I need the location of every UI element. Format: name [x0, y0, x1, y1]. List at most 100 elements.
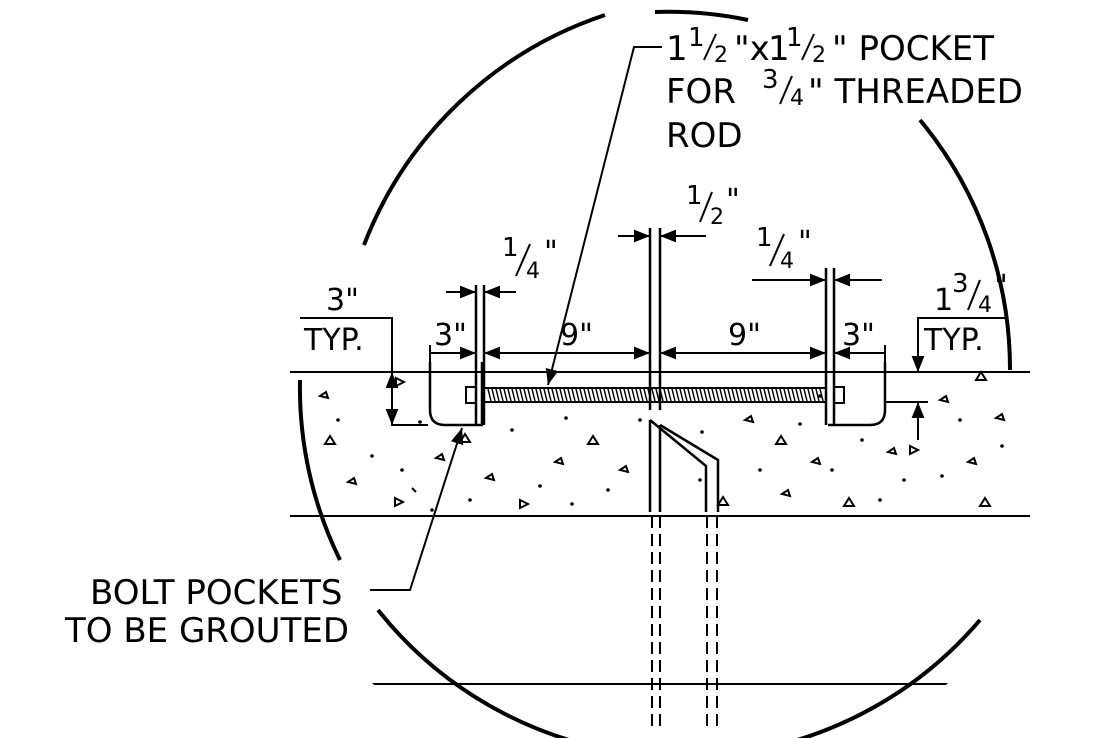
rod-thread — [575, 388, 580, 402]
rod-thread — [751, 388, 756, 402]
rod-thread — [803, 388, 808, 402]
rod-thread — [631, 388, 636, 402]
rod-thread — [771, 388, 776, 402]
left-span-dimension: 9" — [560, 318, 593, 353]
rod-thread — [719, 388, 724, 402]
rod-thread — [723, 388, 728, 402]
left-typ-value: 3" — [326, 283, 359, 318]
svg-text:4: 4 — [790, 86, 804, 111]
rod-thread — [679, 388, 684, 402]
left-edge-dimension: 3" — [434, 318, 467, 353]
svg-text:BOLT POCKETS: BOLT POCKETS — [90, 573, 342, 613]
rod-thread — [539, 388, 544, 402]
rod-thread — [583, 388, 588, 402]
rod-thread — [743, 388, 748, 402]
right-plate-dimension: 1 4 " — [756, 223, 812, 274]
rod-thread — [683, 388, 688, 402]
rod-thread — [515, 388, 520, 402]
rod-thread — [491, 388, 496, 402]
rod-thread — [819, 388, 824, 402]
rod-thread — [571, 388, 576, 402]
rod-thread — [691, 388, 696, 402]
rod-thread — [567, 388, 572, 402]
bolt-pockets-note: BOLT POCKETS TO BE GROUTED — [64, 573, 349, 651]
left-typ-label: TYP. — [303, 323, 364, 358]
svg-text:3: 3 — [762, 65, 779, 95]
rod-thread — [675, 388, 680, 402]
rod-thread — [655, 388, 660, 402]
dimension-labels: 1 2 " 1 4 " 1 4 " 3" 9" 9" 3" 3" TYP. 1 … — [303, 181, 1008, 358]
rod-thread — [699, 388, 704, 402]
rod-thread — [519, 388, 524, 402]
rod-thread — [643, 388, 648, 402]
right-anchor-plate — [824, 268, 836, 425]
rod-thread — [503, 388, 508, 402]
pocket-note: 1 1 2 "x 1 1 2 " POCKET FOR 3 4 " THREAD… — [666, 23, 1023, 156]
rod-thread — [607, 388, 612, 402]
joint-plates — [648, 228, 720, 732]
svg-text:FOR: FOR — [666, 72, 736, 112]
svg-text:TO BE GROUTED: TO BE GROUTED — [64, 611, 349, 651]
rod-thread — [559, 388, 564, 402]
svg-text:4: 4 — [526, 259, 540, 284]
svg-text:": " — [994, 269, 1008, 304]
rod-thread — [775, 388, 780, 402]
rod-thread — [507, 388, 512, 402]
rod-thread — [707, 388, 712, 402]
rod-thread — [659, 388, 664, 402]
rod-thread — [687, 388, 692, 402]
rod-thread — [763, 388, 768, 402]
svg-text:2: 2 — [812, 43, 826, 68]
rod-thread — [595, 388, 600, 402]
rod-thread — [627, 388, 632, 402]
svg-text:1: 1 — [756, 223, 773, 253]
rod-thread — [799, 388, 804, 402]
svg-text:2: 2 — [714, 43, 728, 68]
rod-thread — [727, 388, 732, 402]
rod-thread — [667, 388, 672, 402]
rod-thread — [735, 388, 740, 402]
svg-text:1: 1 — [666, 29, 688, 69]
rod-thread — [787, 388, 792, 402]
rod-thread — [531, 388, 536, 402]
right-span-dimension: 9" — [728, 318, 761, 353]
rod-thread — [703, 388, 708, 402]
rod-thread — [611, 388, 616, 402]
rod-thread — [639, 388, 644, 402]
rod-thread — [783, 388, 788, 402]
svg-text:1: 1 — [686, 181, 703, 211]
rod-thread — [695, 388, 700, 402]
rod-thread — [807, 388, 812, 402]
detail-circle — [297, 9, 1013, 738]
svg-text:": " — [726, 183, 740, 218]
aggregate-dots — [336, 394, 1004, 512]
svg-text:ROD: ROD — [666, 116, 743, 156]
rod-thread — [663, 388, 668, 402]
rod-thread — [551, 388, 556, 402]
rod-thread — [599, 388, 604, 402]
rod-thread — [791, 388, 796, 402]
rod-thread — [615, 388, 620, 402]
rod-thread — [495, 388, 500, 402]
svg-text:1: 1 — [688, 23, 705, 53]
rod-thread — [759, 388, 764, 402]
rod-thread — [591, 388, 596, 402]
center-gap-dimension: 1 2 " — [686, 181, 740, 230]
svg-text:" THREADED: " THREADED — [808, 72, 1023, 112]
rod-thread — [547, 388, 552, 402]
svg-text:": " — [544, 235, 558, 270]
svg-text:3: 3 — [952, 269, 969, 299]
svg-text:1: 1 — [786, 23, 803, 53]
right-bolt-pocket — [828, 362, 887, 427]
svg-text:4: 4 — [978, 293, 992, 318]
rod-thread — [511, 388, 516, 402]
rod-thread — [587, 388, 592, 402]
rod-thread — [795, 388, 800, 402]
rod-thread — [671, 388, 676, 402]
right-typ-label: TYP. — [923, 323, 984, 358]
rod-thread — [651, 388, 656, 402]
svg-text:1: 1 — [502, 233, 519, 263]
svg-text:1: 1 — [934, 283, 953, 318]
rod-thread — [635, 388, 640, 402]
